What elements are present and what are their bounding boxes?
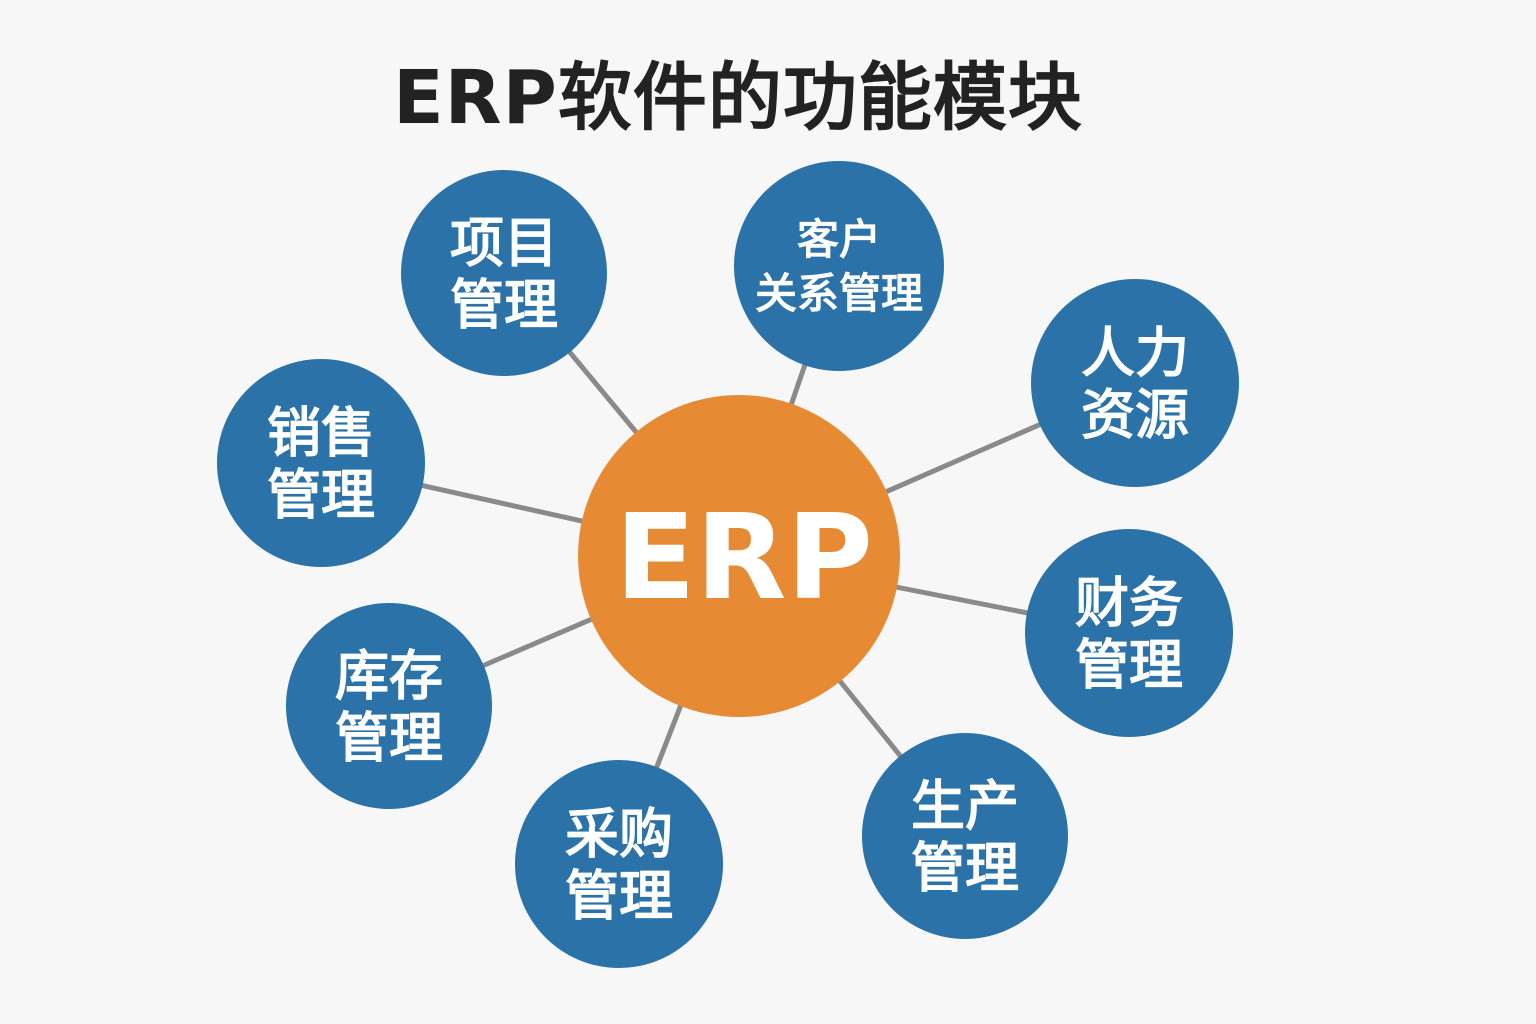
module-circle [217, 359, 425, 567]
module-circle [515, 760, 723, 968]
module-label-line: 资源 [1081, 383, 1189, 446]
module-label-line: 客户 [797, 215, 881, 264]
center-node: ERP [578, 395, 900, 717]
center-circle [578, 395, 900, 717]
module-label-line: 管理 [565, 864, 673, 927]
module-circle [401, 170, 607, 376]
module-circle [734, 161, 944, 371]
module-label-line: 人力 [1081, 321, 1189, 384]
module-circle [862, 733, 1068, 939]
module-label-line: 项目 [450, 211, 558, 274]
center-label: ERP [615, 488, 873, 626]
module-label-line: 生产 [911, 774, 1019, 837]
module-label-line: 采购 [565, 802, 673, 865]
module-label-line: 销售 [267, 401, 375, 464]
module-label-line: 管理 [450, 273, 558, 336]
diagram-title: ERP软件的功能模块 [393, 55, 1083, 141]
module-label-line: 库存 [335, 644, 443, 707]
module-circle [1025, 529, 1233, 737]
module-label-line: 管理 [911, 836, 1019, 899]
module-label-line: 管理 [1075, 633, 1183, 696]
module-label-line: 管理 [267, 463, 375, 526]
module-label-line: 财务 [1075, 571, 1183, 634]
module-circle [1031, 279, 1239, 487]
module-label-line: 管理 [335, 706, 443, 769]
module-circle [286, 603, 492, 809]
module-label-line: 关系管理 [755, 269, 923, 318]
